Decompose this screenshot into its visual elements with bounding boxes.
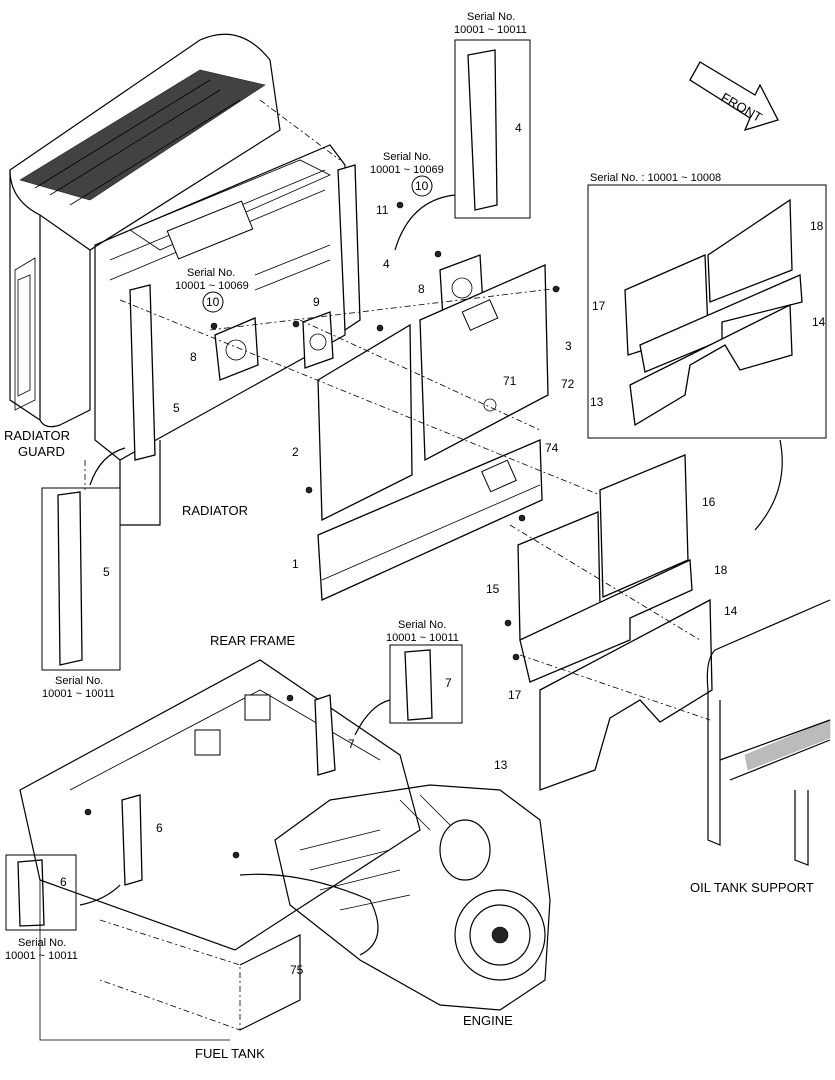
part-2-label: 2	[292, 445, 299, 459]
leader-lines	[84, 99, 711, 721]
part-7-label: 7	[445, 676, 452, 690]
part-11-label: 11	[376, 203, 389, 217]
engine-caption: ENGINE	[463, 1013, 513, 1028]
rear-frame-caption: REAR FRAME	[210, 633, 296, 648]
panel-part-13-14-lower	[539, 598, 713, 791]
circled-10-marker	[411, 175, 433, 197]
part-6-label: 6	[60, 875, 67, 889]
plate-part-1	[317, 439, 543, 601]
part-7-label: 7	[348, 737, 355, 751]
part-17-label: 17	[592, 299, 606, 313]
part-10-label: 10	[206, 295, 220, 309]
serial-right-top-range: 10001 ~ 10069	[370, 164, 444, 176]
part-8-label: 8	[190, 350, 197, 364]
detail-box-part-7	[389, 644, 463, 724]
part-15-label: 15	[486, 582, 500, 596]
serial-box-right: Serial No. : 10001 ~ 10008	[590, 172, 721, 184]
serial-bottom-left-range: 10001 ~ 10011	[5, 950, 78, 962]
oil-tank-support-caption: OIL TANK SUPPORT	[690, 880, 814, 895]
radiator-guard-caption-line1: RADIATOR	[4, 428, 70, 443]
oil-tank-support	[706, 599, 831, 866]
part-18-label: 18	[810, 219, 824, 233]
serial-left-mid-label: Serial No.	[187, 267, 235, 279]
part-4-label: 4	[383, 257, 390, 271]
part-14-label: 14	[812, 315, 826, 329]
detail-box-part-5	[41, 487, 121, 671]
engine	[239, 784, 551, 1011]
fastener-markers	[84, 201, 560, 859]
panel-part-16	[599, 454, 689, 598]
part-13-label: 13	[590, 395, 604, 409]
part-72-label: 72	[561, 377, 575, 391]
radiator-guard-caption-line2: GUARD	[18, 444, 65, 459]
serial-top-label: Serial No.	[467, 11, 515, 23]
serial-mid-box-label: Serial No.	[398, 619, 446, 631]
serial-bottom-left-label: Serial No.	[18, 937, 66, 949]
fuel-tank-caption: FUEL TANK	[195, 1046, 265, 1061]
radiator-guard	[9, 33, 281, 428]
bracket-part-8-left	[214, 317, 259, 381]
part-3-label: 3	[565, 339, 572, 353]
rail-part-4	[337, 164, 361, 332]
front-arrow: FRONT	[689, 61, 779, 132]
plate-part-3	[419, 264, 549, 462]
serial-top-range: 10001 ~ 10011	[454, 24, 527, 36]
part-13-label: 13	[494, 758, 508, 772]
detail-box-part-4	[454, 39, 531, 219]
part-16-label: 16	[702, 495, 716, 509]
serial-left-box-label: Serial No.	[55, 675, 103, 687]
detail-box-part-6	[5, 854, 77, 931]
fuel-tank	[99, 919, 301, 1031]
part-1-label: 1	[292, 557, 299, 571]
curved-arrows	[79, 194, 783, 906]
serial-left-box-range: 10001 ~ 10011	[42, 688, 115, 700]
circled-10-marker	[202, 291, 224, 313]
part-17-label: 17	[508, 688, 522, 702]
part-74-label: 74	[545, 441, 559, 455]
detail-box-panels	[587, 184, 827, 439]
panel-part-18-lower	[519, 559, 693, 683]
part-6-label: 6	[156, 821, 163, 835]
part-75-label: 75	[290, 963, 304, 977]
part-5-label: 5	[103, 565, 110, 579]
serial-right-top-label: Serial No.	[383, 151, 431, 163]
part-9-label: 9	[313, 295, 320, 309]
plate-part-2	[317, 323, 413, 522]
rail-part-5	[129, 284, 156, 461]
bracket-part-9	[302, 311, 334, 369]
part-18-label: 18	[714, 563, 728, 577]
part-14-label: 14	[724, 604, 738, 618]
serial-left-mid-range: 10001 ~ 10069	[175, 280, 249, 292]
rear-frame	[19, 659, 421, 1041]
part-8-label: 8	[418, 282, 425, 296]
part-5-label: 5	[173, 401, 180, 415]
part-10-label: 10	[415, 179, 429, 193]
part-4-label: 4	[515, 121, 522, 135]
radiator-caption: RADIATOR	[182, 503, 248, 518]
part-71-label: 71	[503, 374, 517, 388]
serial-mid-box-range: 10001 ~ 10011	[386, 632, 459, 644]
